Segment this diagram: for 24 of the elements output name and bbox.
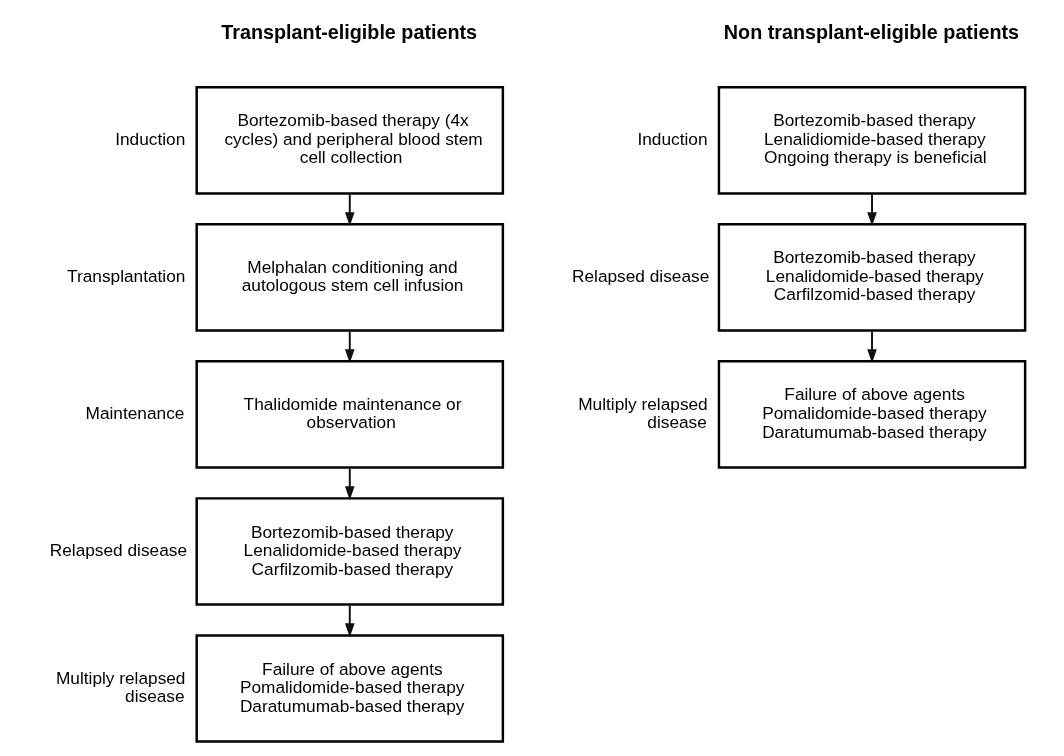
node-box: Thalidomide maintenance or observation — [194, 360, 504, 469]
node-label: Induction — [636, 128, 708, 149]
node-box: Bortezomib-based therapy Lenalidomide-based therapy Carfilzomid-based therapy — [717, 223, 1026, 332]
arrow — [344, 467, 355, 501]
node-label: Transplantation — [66, 265, 185, 286]
node-box: Melphalan conditioning and autologous stem cell infusion — [194, 223, 504, 332]
label: Non transplant-eligible patients — [723, 20, 1019, 43]
arrow — [344, 193, 355, 227]
node-box: Failure of above agents Pomalidomide-based therapy Daratumumab-based therapy — [717, 360, 1026, 469]
arrow — [344, 330, 355, 364]
arrow — [866, 193, 877, 227]
node-box: Bortezomib-based therapy (4x cycles) and peripheral blood stem cell collection — [194, 86, 504, 195]
arrow — [866, 330, 877, 364]
node-box: Failure of above agents Pomalidomide-based therapy Daratumumab-based therapy — [194, 634, 504, 743]
node-label: Multiply relapsed disease — [55, 667, 185, 707]
node-box: Bortezomib-based therapy Lenalidomide-based therapy Carfilzomib-based therapy — [194, 497, 504, 606]
node-label: Multiply relapsed disease — [577, 393, 708, 433]
label: Transplant-eligible patients — [220, 20, 477, 43]
node-label: Relapsed disease — [571, 265, 709, 286]
arrow — [344, 604, 355, 638]
node-label: Maintenance — [85, 402, 184, 423]
node-label: Relapsed disease — [49, 540, 187, 561]
node-label: Induction — [114, 128, 185, 149]
node-box: Bortezomib-based therapy Lenalidiomide-based therapy Ongoing therapy is beneficial — [717, 86, 1026, 195]
